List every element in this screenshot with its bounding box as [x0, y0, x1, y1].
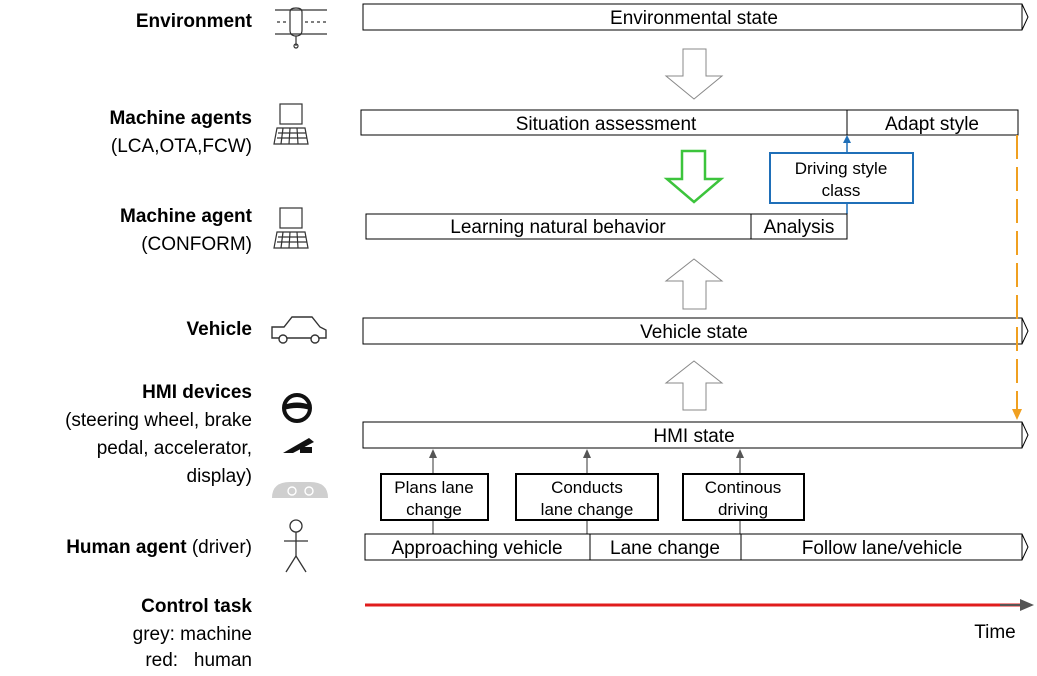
pedal-icon: [283, 438, 314, 453]
person-icon: [284, 519, 308, 573]
row-sublabel-hmi-2: pedal, accelerator,: [97, 438, 252, 459]
display-icon: [272, 482, 328, 498]
row-sublabel-machine-agent-conform: (CONFORM): [141, 234, 252, 255]
continous-driving-line1: Continous: [705, 478, 782, 497]
conducts-lane-change-box: Conducts lane change: [515, 473, 659, 521]
row-sublabel-hmi-1: (steering wheel, brake: [65, 410, 252, 431]
row-sublabel-control-grey: grey: machine: [133, 624, 252, 645]
continous-driving-line2: driving: [718, 500, 768, 519]
environmental-state-label: Environmental state: [610, 8, 778, 29]
driving-style-class-line2: class: [822, 181, 861, 200]
up-arrow-grey-1: [664, 258, 724, 310]
continous-driving-box: Continous driving: [682, 473, 805, 521]
blue-connector-arrow: [843, 135, 851, 214]
time-label: Time: [974, 622, 1016, 643]
analysis-label: Analysis: [764, 217, 835, 238]
row-label-human-agent-bold: Human agent: [66, 537, 187, 558]
row-label-human-agent-inline: (driver): [187, 537, 252, 558]
driving-style-class-line1: Driving style: [795, 159, 888, 178]
vehicle-state-bar: Vehicle state: [362, 317, 1029, 345]
human-agent-bar: Approaching vehicle Lane change Follow l…: [364, 533, 1029, 561]
row-sublabel-machine-agents: (LCA,OTA,FCW): [111, 136, 252, 157]
computer-icon-conform: [273, 207, 309, 249]
hmi-state-label: HMI state: [653, 426, 734, 447]
plans-lane-change-box: Plans lane change: [380, 473, 489, 521]
vehicle-state-label: Vehicle state: [640, 322, 748, 343]
row-label-control-task: Control task: [141, 596, 252, 617]
plans-lane-change-line1: Plans lane: [394, 478, 473, 497]
learning-natural-behavior-bar: Learning natural behavior: [365, 213, 752, 240]
plans-lane-change-line2: change: [406, 500, 462, 519]
row-label-environment: Environment: [136, 11, 253, 32]
connector-arrows: [429, 449, 744, 534]
analysis-bar: Analysis: [750, 213, 848, 240]
road-icon: [275, 7, 327, 49]
adapt-style-label: Adapt style: [885, 114, 979, 135]
situation-assessment-bar: Situation assessment: [360, 109, 848, 136]
row-label-hmi-devices: HMI devices: [142, 382, 252, 403]
row-sublabel-control-red: red: human: [145, 650, 252, 671]
steering-wheel-icon: [282, 393, 312, 423]
row-label-machine-agent-conform: Machine agent: [120, 206, 253, 227]
hmi-state-bar: HMI state: [362, 421, 1029, 449]
situation-assessment-label: Situation assessment: [516, 114, 697, 135]
time-axis: [365, 599, 1034, 611]
row-label-vehicle: Vehicle: [187, 319, 253, 340]
adapt-style-bar: Adapt style: [846, 109, 1019, 136]
computer-icon: [273, 103, 309, 145]
driving-style-class-box: Driving style class: [769, 152, 914, 204]
row-label-human-agent: Human agent (driver): [66, 537, 252, 558]
up-arrow-grey-2: [664, 360, 724, 411]
row-sublabel-hmi-3: display): [187, 466, 252, 487]
learning-natural-behavior-label: Learning natural behavior: [450, 217, 666, 238]
row-label-machine-agents: Machine agents: [109, 108, 252, 129]
conducts-lane-change-line2: lane change: [541, 500, 634, 519]
down-arrow-green: [663, 149, 725, 204]
follow-lane-vehicle-label: Follow lane/vehicle: [802, 538, 963, 559]
car-icon: [271, 316, 327, 344]
environmental-state-bar: Environmental state: [362, 3, 1029, 31]
down-arrow-grey-1: [664, 48, 724, 100]
lane-change-label: Lane change: [610, 538, 720, 559]
approaching-vehicle-label: Approaching vehicle: [391, 538, 562, 559]
orange-dashed-arrow: [1012, 135, 1022, 420]
conducts-lane-change-line1: Conducts: [551, 478, 623, 497]
